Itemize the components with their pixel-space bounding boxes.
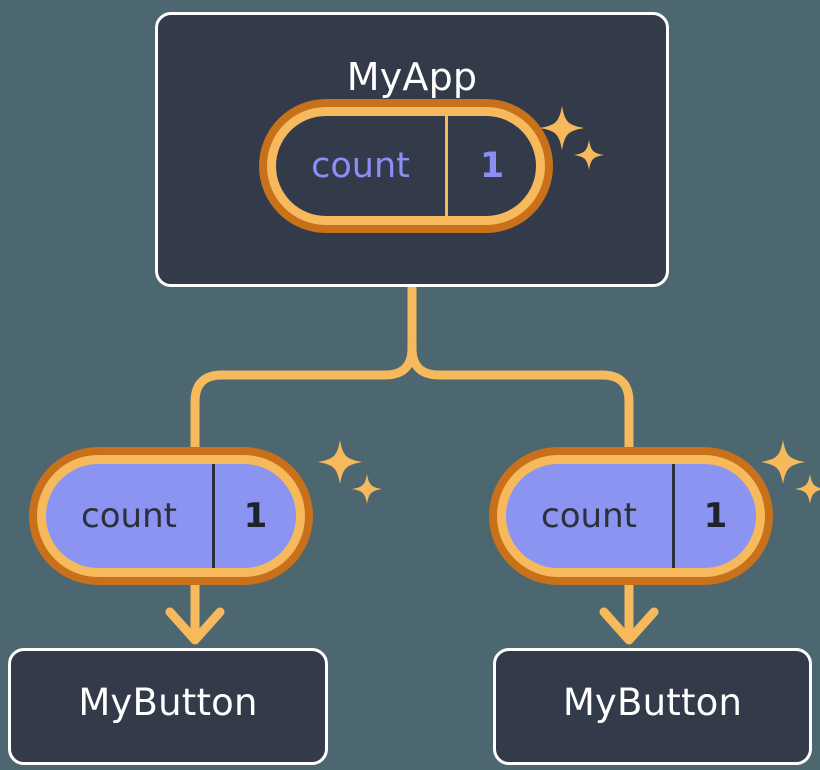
branch-connector-path <box>190 283 417 463</box>
state-pill-body: count 1 <box>267 107 545 225</box>
sparkles-icon-child-right <box>757 438 820 510</box>
node-myapp-label: MyApp <box>346 55 478 99</box>
node-mybutton-right[interactable]: MyButton <box>493 648 812 765</box>
state-key-label: count <box>541 496 637 536</box>
state-value-label: 1 <box>445 116 536 216</box>
state-value-label: 1 <box>672 464 756 568</box>
branch-connector-path-right <box>407 343 634 463</box>
state-pill-child-left[interactable]: count 1 <box>37 455 305 577</box>
down-arrow-icon-right <box>599 576 659 645</box>
state-pill-child-right[interactable]: count 1 <box>497 455 765 577</box>
node-mybutton-label: MyButton <box>78 681 258 724</box>
down-arrow-icon-left <box>165 576 225 645</box>
state-key-label: count <box>311 146 410 186</box>
state-pill-body: count 1 <box>497 455 765 577</box>
state-key-label: count <box>81 496 177 536</box>
state-pill-body: count 1 <box>37 455 305 577</box>
state-pill-myapp[interactable]: count 1 <box>267 107 545 225</box>
state-value-label: 1 <box>212 464 296 568</box>
node-mybutton-label: MyButton <box>562 681 743 724</box>
sparkles-icon-child-left <box>314 438 386 510</box>
node-mybutton-left[interactable]: MyButton <box>8 648 328 765</box>
